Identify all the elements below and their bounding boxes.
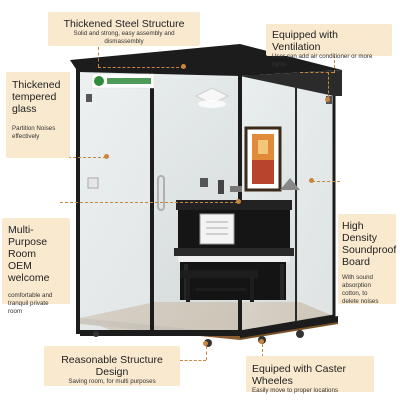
callout-structure-design: Reasonable Structure Design Saving room,… (44, 346, 180, 386)
callout-subtitle-line: Partition Noises (12, 125, 56, 132)
callout-subtitle-line: cotton, to (342, 290, 368, 297)
callout-title-line: High Density (342, 220, 378, 244)
callout-subtitle-line: comfortable and (8, 292, 53, 299)
callout-subtitle-line: With sound (342, 274, 373, 281)
door-handle (157, 175, 165, 211)
callout-subtitle-line: absorption (342, 282, 371, 289)
callout-subtitle-line: room (8, 308, 23, 315)
callout-title: Equiped with Caster Wheeles (252, 363, 346, 387)
callout-title-line: Soundproof (342, 244, 397, 256)
callout-title-line: Multi-Purpose (8, 224, 48, 248)
callout-subtitle: Solid and strong, easy assembly and dism… (73, 30, 175, 45)
callout-title-line: Thickened (12, 79, 61, 91)
callout-steel-structure: Thickened Steel Structure Solid and stro… (48, 12, 200, 46)
callout-ventilation: Equipped with Ventilation User can add a… (266, 24, 392, 68)
callout-title-line: OEM welcome (8, 260, 50, 284)
callout-subtitle-line: delete noises (342, 298, 379, 305)
callout-caster-wheels: Equiped with Caster Wheeles Easily move … (246, 356, 374, 394)
callout-subtitle: Easily move to proper locations (252, 387, 338, 394)
callout-title: Thickened Steel Structure (63, 18, 185, 30)
upright-piano (174, 200, 294, 300)
piano-bench (180, 270, 258, 302)
callout-soundproof-board: High Density Soundproof Board With sound… (338, 214, 397, 305)
callout-title-line: Board (342, 256, 371, 268)
callout-title-line: glass (12, 103, 37, 115)
steel-roof (70, 44, 342, 76)
callout-tempered-glass: Thickened tempered glass Partition Noise… (6, 72, 70, 158)
callout-title: Equipped with Ventilation (272, 29, 338, 53)
callout-subtitle-line: tranquil private (8, 300, 49, 307)
callout-title: Reasonable Structure Design (61, 354, 163, 378)
callout-subtitle: Saving room, for multi purposes (68, 378, 156, 385)
callout-multi-purpose-room: Multi-Purpose Room OEM welcome comfortab… (2, 218, 70, 315)
callout-title-line: tempered (12, 91, 57, 103)
callout-subtitle-line: effectively (12, 133, 40, 140)
callout-subtitle: User can add air conditioner or more lig… (272, 53, 373, 68)
callout-title-line: Room (8, 248, 37, 260)
